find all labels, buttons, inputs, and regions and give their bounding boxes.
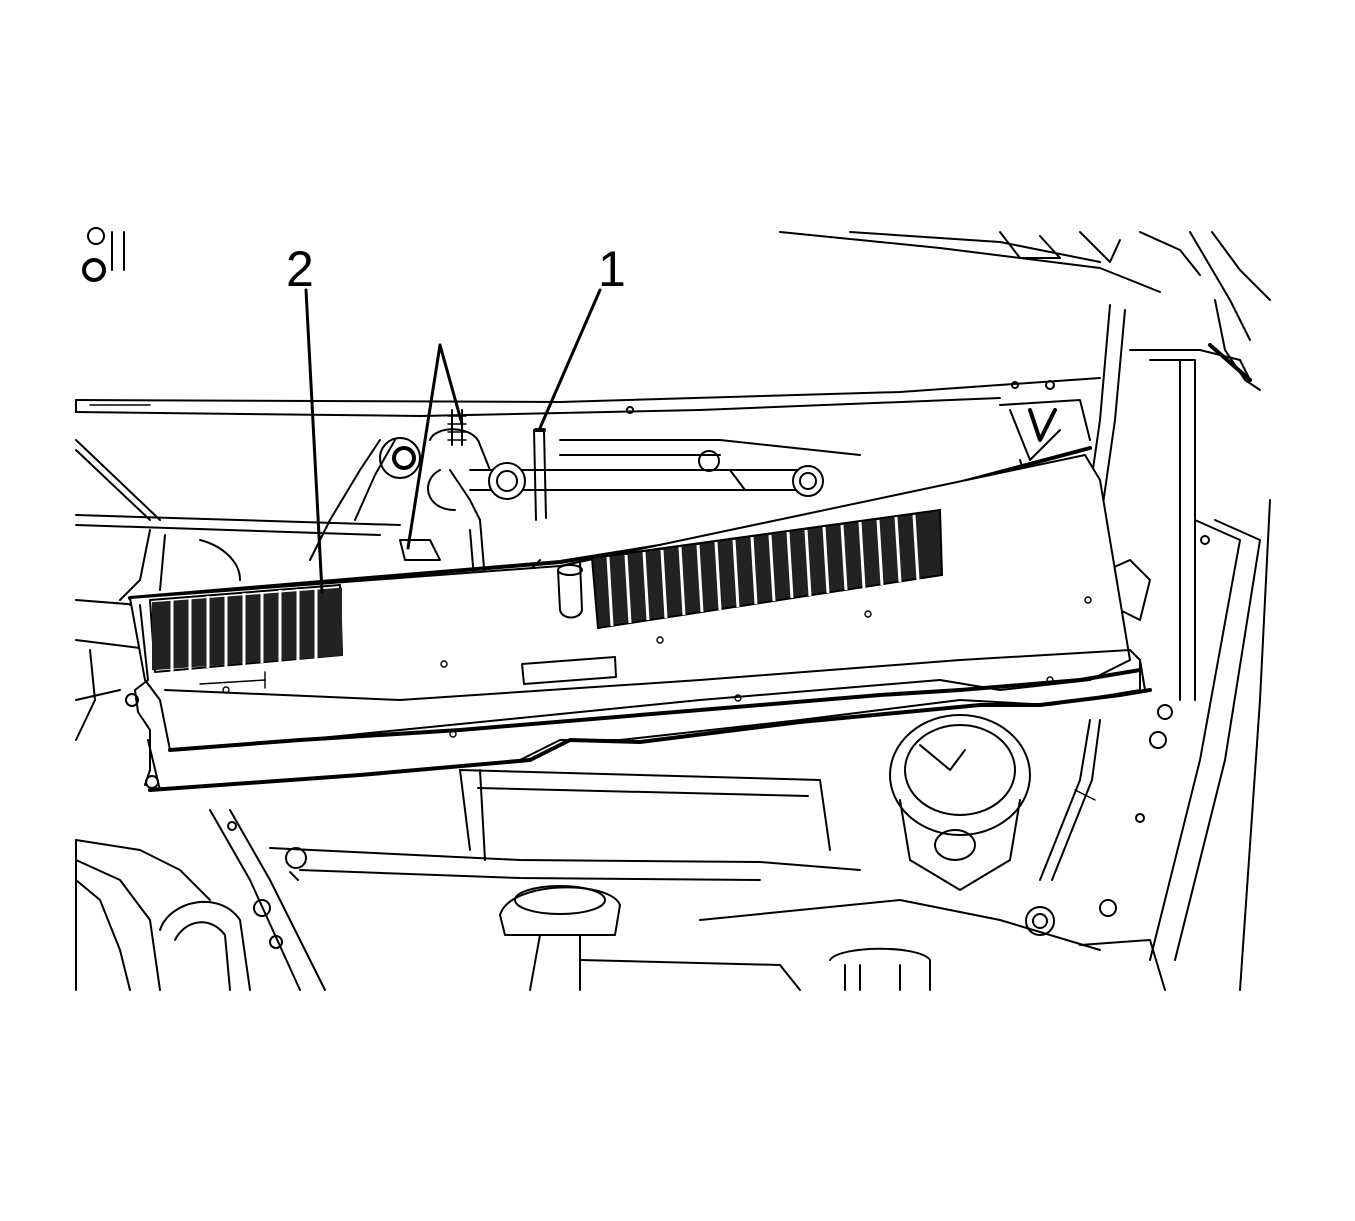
leader-arrow-a <box>406 343 442 550</box>
callout-2-leader <box>304 288 324 594</box>
air-inlet-grille-panel <box>125 428 1152 792</box>
body-structure <box>75 227 1271 991</box>
callout-1-leader <box>538 288 602 430</box>
callout-2: 2 <box>286 241 324 594</box>
callout-arrows <box>406 343 464 550</box>
leader-arrow-b <box>438 343 464 426</box>
left-grille-slats <box>149 584 343 673</box>
callout-2-label: 2 <box>286 241 314 297</box>
callout-1: 1 <box>538 241 626 430</box>
right-grille-slats <box>590 508 944 630</box>
callout-1-label: 1 <box>598 241 626 297</box>
